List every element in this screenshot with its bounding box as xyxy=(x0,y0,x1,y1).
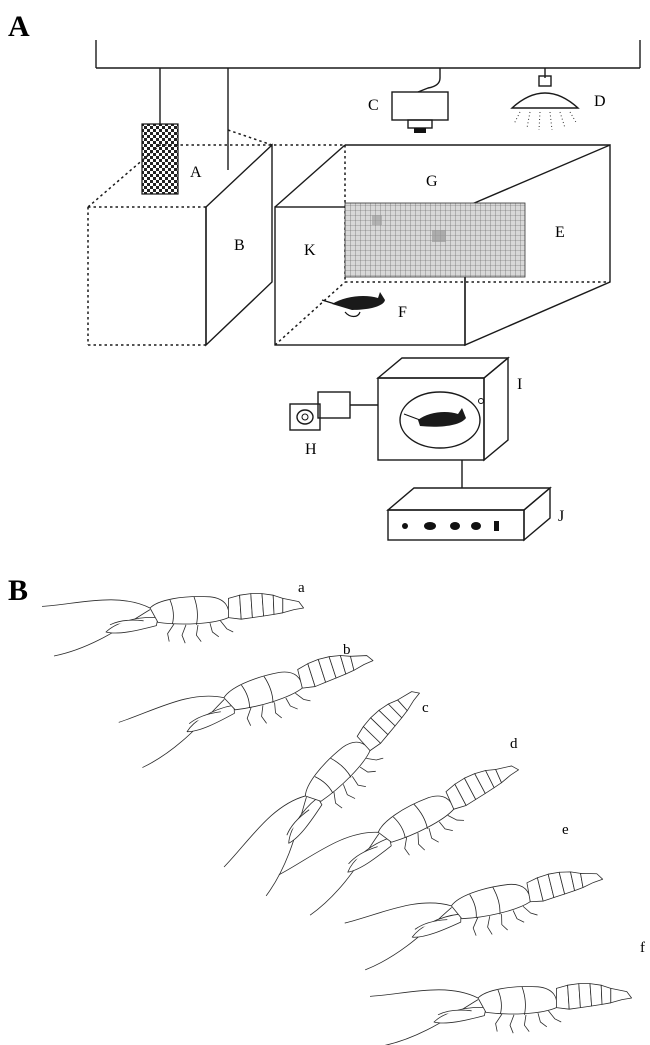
panel-b-letter: B xyxy=(8,574,28,607)
label-C: C xyxy=(368,97,379,114)
overhead-camera xyxy=(392,92,448,133)
label-H: H xyxy=(305,441,317,458)
crayfish-in-tank xyxy=(322,292,385,317)
posture-label-d: d xyxy=(510,736,518,752)
video-camera xyxy=(290,392,378,430)
label-K: K xyxy=(304,242,316,259)
suspended-block xyxy=(142,124,178,194)
posture-label-b: b xyxy=(343,642,351,658)
label-B: B xyxy=(234,237,245,254)
panel-a-letter: A xyxy=(8,10,30,43)
crayfish-posture-f xyxy=(370,984,632,1045)
label-J: J xyxy=(558,508,564,525)
video-monitor xyxy=(378,358,508,488)
posture-label-c: c xyxy=(422,700,429,716)
posture-label-e: e xyxy=(562,822,569,838)
video-recorder xyxy=(388,488,550,540)
label-E: E xyxy=(555,224,565,241)
posture-label-a: a xyxy=(298,580,305,596)
light-source xyxy=(512,76,578,130)
crayfish-posture-a xyxy=(42,594,304,656)
crayfish-posture-c xyxy=(215,682,451,903)
label-F: F xyxy=(398,304,407,321)
crayfish-posture-e xyxy=(343,865,611,972)
posture-label-f: f xyxy=(640,940,645,956)
label-I: I xyxy=(517,376,522,393)
label-D: D xyxy=(594,93,606,110)
label-A: A xyxy=(190,164,202,181)
label-G: G xyxy=(426,173,438,190)
